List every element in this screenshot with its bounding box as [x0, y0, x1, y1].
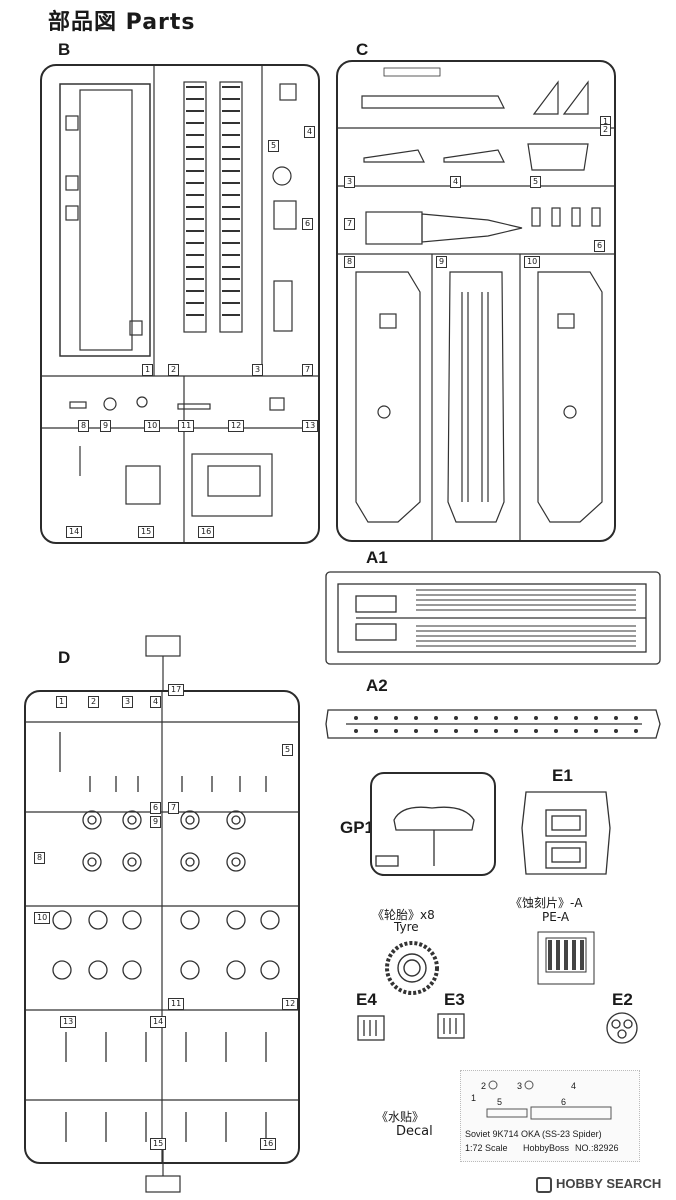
part-number: 3: [252, 364, 264, 376]
sprue-e1-label: E1: [552, 766, 573, 785]
decal-markings: [486, 1080, 612, 1120]
decal-sheet: 1 2 3 4 5 6 Soviet 9K714 OKA (SS-23 Spid…: [460, 1070, 640, 1162]
part-number: 5: [530, 176, 542, 188]
part-number: 10: [144, 420, 161, 432]
part-number: 5: [282, 744, 294, 756]
sprue-b: 1 2 3 4 5 6 7 8 9 10 11 12 13 14 15 16: [40, 64, 320, 544]
sprue-d-top-part: [145, 635, 181, 694]
pe-a-label: PE-A: [542, 910, 570, 924]
part-number: 17: [168, 684, 185, 696]
part-number: 1: [142, 364, 154, 376]
tyre-label: Tyre: [394, 920, 419, 934]
part-number: 2: [88, 696, 100, 708]
part-number: 7: [302, 364, 314, 376]
part-number: 14: [150, 1016, 167, 1028]
part-number: 9: [100, 420, 112, 432]
part-number: 16: [198, 526, 215, 538]
decal-number: 3: [517, 1081, 523, 1091]
part-number: 8: [344, 256, 356, 268]
part-number: 6: [302, 218, 314, 230]
logo-icon: [536, 1176, 552, 1193]
e2-drawing: [606, 1012, 638, 1044]
page-title: 部品図 Parts: [48, 10, 196, 35]
sprue-e1-drawing: [521, 791, 611, 875]
sprue-gp1: [370, 772, 496, 876]
kit-number: NO.:82926: [575, 1143, 619, 1153]
sprue-c: 1 2 3 4 5 6 7 8 9 10: [336, 60, 616, 542]
sprue-a2-drawing: [325, 709, 661, 739]
pe-a-heading: 《蚀刻片》-A: [510, 896, 583, 910]
pe-a-drawing: [537, 931, 595, 985]
part-number: 13: [60, 1016, 77, 1028]
sprue-d-label: D: [58, 648, 71, 667]
part-number: 8: [78, 420, 90, 432]
sprue-c-label: C: [356, 40, 369, 59]
part-number: 6: [594, 240, 606, 252]
watermark-logo: HOBBY SEARCH: [536, 1176, 661, 1193]
decal-number: 5: [497, 1097, 503, 1107]
tyre-icon: [385, 941, 439, 995]
part-number: 4: [150, 696, 162, 708]
part-number: 7: [344, 218, 356, 230]
sprue-d-bottom-part: [145, 1150, 181, 1193]
sprue-gp1-label: GP1: [340, 818, 375, 837]
part-number: 14: [66, 526, 83, 538]
decal-number: 6: [561, 1097, 567, 1107]
gp1-drawing: [375, 806, 475, 867]
decal-number: 2: [481, 1081, 487, 1091]
kit-maker: HobbyBoss: [523, 1143, 570, 1153]
part-number: 2: [600, 124, 612, 136]
e4-drawing: [357, 1015, 385, 1041]
decal-heading: 《水贴》: [376, 1110, 425, 1124]
part-number: 16: [260, 1138, 277, 1150]
sprue-b-drawing: [42, 66, 318, 542]
e3-drawing: [437, 1013, 465, 1039]
part-number: 10: [34, 912, 51, 924]
sprue-c-drawing: [338, 67, 614, 540]
sprue-e2-label: E2: [612, 990, 633, 1009]
sprue-a2-label: A2: [366, 676, 388, 695]
part-number: 9: [436, 256, 448, 268]
part-number: 3: [122, 696, 134, 708]
sprue-b-label: B: [58, 40, 71, 59]
decal-label: Decal: [396, 1124, 433, 1139]
part-number: 7: [168, 802, 180, 814]
part-number: 4: [304, 126, 316, 138]
part-number: 6: [150, 802, 162, 814]
kit-scale: 1:72 Scale: [465, 1143, 508, 1153]
sprue-e4-label: E4: [356, 990, 377, 1009]
sprue-d: 1 2 3 4 5 6 7 8 9 10 11 12 13 14 15 16 1…: [24, 684, 300, 1164]
part-number: 12: [228, 420, 245, 432]
part-number: 12: [282, 998, 299, 1010]
part-number: 10: [524, 256, 541, 268]
decal-number: 4: [571, 1081, 577, 1091]
part-number: 11: [178, 420, 195, 432]
sprue-a1-drawing: [325, 571, 661, 665]
part-number: 13: [302, 420, 319, 432]
kit-name: Soviet 9K714 OKA (SS-23 Spider): [465, 1129, 602, 1139]
part-number: 4: [450, 176, 462, 188]
part-number: 15: [138, 526, 155, 538]
part-number: 1: [56, 696, 68, 708]
watermark-text: HOBBY SEARCH: [556, 1176, 662, 1191]
part-number: 2: [168, 364, 180, 376]
sprue-e3-label: E3: [444, 990, 465, 1009]
part-number: 3: [344, 176, 356, 188]
sprue-a1-label: A1: [366, 548, 388, 567]
part-number: 5: [268, 140, 280, 152]
part-number: 15: [150, 1138, 167, 1150]
part-number: 11: [168, 998, 185, 1010]
part-number: 9: [150, 816, 162, 828]
decal-number: 1: [471, 1093, 477, 1103]
sprue-d-drawing: [26, 692, 298, 1162]
part-number: 8: [34, 852, 46, 864]
tyre-heading: 《轮胎》x8: [372, 908, 435, 922]
